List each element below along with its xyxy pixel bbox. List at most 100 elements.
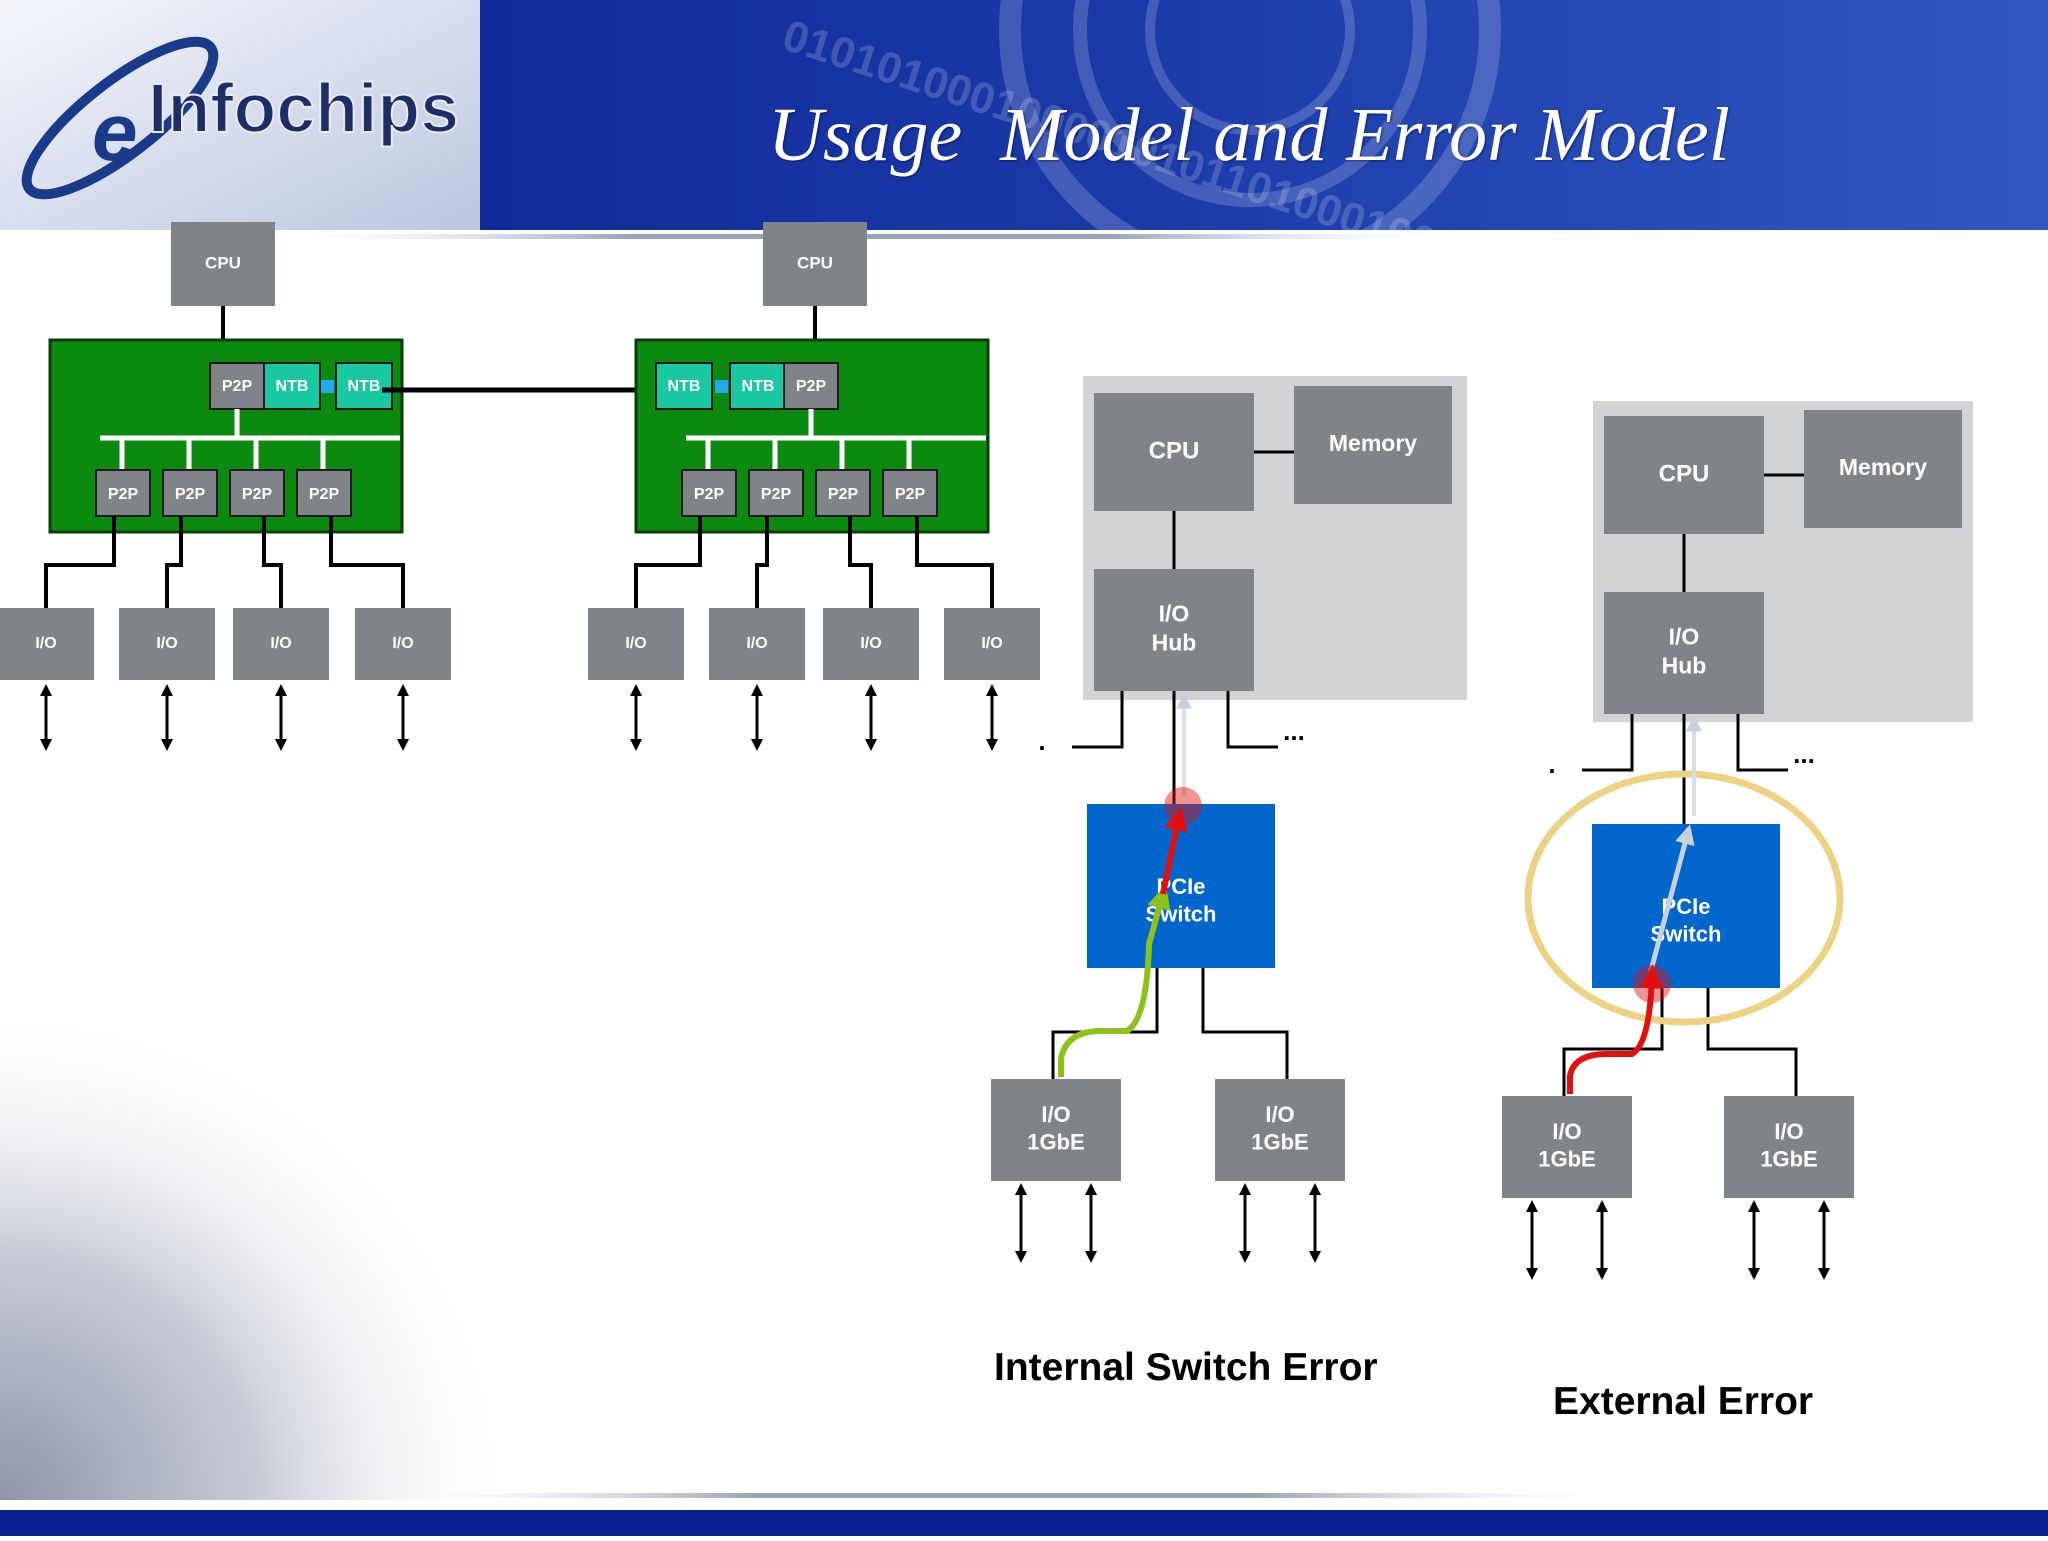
io-connector xyxy=(848,516,873,608)
io-1gbe-label-line-2: 1GbE xyxy=(1027,1130,1084,1155)
downstream-p2p-border xyxy=(296,469,352,517)
io-1gbe-label-line-1: I/O xyxy=(1552,1119,1581,1144)
io-label: I/O xyxy=(981,635,1002,652)
corner-decoration xyxy=(0,1000,520,1500)
downstream-p2p-label: P2P xyxy=(761,486,792,503)
p2p-box xyxy=(784,363,838,409)
footer-band xyxy=(0,1510,2048,1536)
downstream-p2p-label: P2P xyxy=(309,486,340,503)
io-label: I/O xyxy=(392,635,413,652)
error-packet-path xyxy=(1160,806,1188,895)
ntb-box xyxy=(656,363,712,409)
hub-branch-left xyxy=(1582,714,1634,772)
cpu-box xyxy=(763,222,867,306)
io-label: I/O xyxy=(35,635,56,652)
downstream-p2p-border xyxy=(95,469,151,517)
io-connector xyxy=(755,516,769,608)
logo-e: e xyxy=(92,87,138,178)
io-box xyxy=(823,608,919,680)
downstream-p2p-box xyxy=(230,470,284,516)
io-label: I/O xyxy=(156,635,177,652)
hub-branch-right xyxy=(1226,691,1278,749)
io-hub-box xyxy=(1604,592,1764,714)
internal-switch-error-caption: Internal Switch Error xyxy=(994,1346,1378,1389)
memory-label: Memory xyxy=(1839,454,1927,480)
io-1gbe-box xyxy=(1724,1096,1854,1198)
pcie-switch-box xyxy=(1592,824,1780,988)
downstream-p2p-border xyxy=(815,469,871,517)
downstream-p2p-box xyxy=(883,470,937,516)
io-1gbe-label-line-1: I/O xyxy=(1265,1102,1294,1127)
hub-branch-right xyxy=(1736,714,1788,772)
cpu-label: CPU xyxy=(205,253,241,272)
downstream-p2p-border xyxy=(681,469,737,517)
downstream-p2p-label: P2P xyxy=(694,486,725,503)
io-hub-box xyxy=(1094,569,1254,691)
io-label: I/O xyxy=(860,635,881,652)
ntb-label: NTB xyxy=(348,378,381,395)
error-point-marker xyxy=(1633,965,1671,1003)
downstream-p2p-border xyxy=(229,469,285,517)
branch-dot: . xyxy=(1038,726,1045,756)
io-1gbe-label-line-1: I/O xyxy=(1774,1119,1803,1144)
io-box xyxy=(0,608,94,680)
io-connector xyxy=(634,516,702,608)
memory-box xyxy=(1294,386,1452,504)
io-box xyxy=(588,608,684,680)
io-box xyxy=(944,608,1040,680)
downstream-p2p-border xyxy=(162,469,218,517)
io-hub-label-line-2: Hub xyxy=(1152,629,1197,655)
header-decoration xyxy=(999,0,1501,281)
io-label: I/O xyxy=(270,635,291,652)
ntb-box xyxy=(336,363,392,409)
healthy-packet-path xyxy=(1058,884,1171,1077)
ntb-label: NTB xyxy=(668,378,701,395)
error-point-marker xyxy=(1164,787,1202,825)
logo-panel xyxy=(0,0,480,230)
io-box xyxy=(233,608,329,680)
downstream-p2p-box xyxy=(749,470,803,516)
cpu-box xyxy=(1094,393,1254,511)
cpu-label: CPU xyxy=(1149,437,1200,464)
downstream-p2p-border xyxy=(748,469,804,517)
pcie-board-border xyxy=(48,338,404,534)
io-connector xyxy=(329,516,405,608)
pcie-board-border xyxy=(634,338,990,534)
downstream-p2p-box xyxy=(96,470,150,516)
memory-label: Memory xyxy=(1329,430,1417,456)
ntb-border xyxy=(655,362,713,410)
branch-dot: . xyxy=(1548,749,1555,779)
io-connector xyxy=(165,516,183,608)
io-box xyxy=(709,608,805,680)
downstream-p2p-box xyxy=(816,470,870,516)
slide-title: Usage Model and Error Model xyxy=(768,93,1730,177)
io-hub-label-line-1: I/O xyxy=(1159,601,1190,627)
io-connector xyxy=(44,516,116,608)
io-connector xyxy=(915,516,994,608)
ntb-box xyxy=(730,363,786,409)
footer-separator xyxy=(380,1493,1630,1498)
io-label: I/O xyxy=(746,635,767,652)
io-hub-label-line-1: I/O xyxy=(1669,624,1700,650)
downstream-p2p-label: P2P xyxy=(242,486,273,503)
io-hub-label-line-2: Hub xyxy=(1662,652,1707,678)
cpu-box xyxy=(1604,416,1764,534)
external-error-path xyxy=(1567,964,1664,1094)
io-label: I/O xyxy=(625,635,646,652)
p2p-box xyxy=(210,363,264,409)
cpu-label: CPU xyxy=(1659,460,1710,487)
ntb-box xyxy=(264,363,320,409)
cpu-box xyxy=(171,222,275,306)
downstream-p2p-box xyxy=(163,470,217,516)
switch-io-link xyxy=(1201,968,1289,1079)
downstream-p2p-label: P2P xyxy=(895,486,926,503)
downstream-p2p-label: P2P xyxy=(828,486,859,503)
io-box xyxy=(355,608,451,680)
downstream-p2p-label: P2P xyxy=(175,486,206,503)
io-1gbe-label-line-2: 1GbE xyxy=(1538,1147,1595,1172)
switch-io-link xyxy=(1706,988,1798,1096)
